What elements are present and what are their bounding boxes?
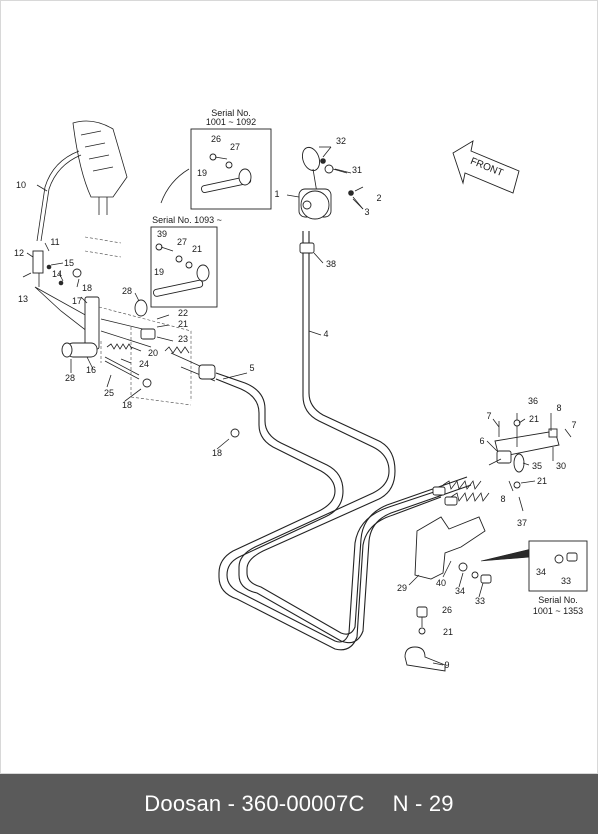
part-label-18: 18	[122, 400, 132, 410]
part-label-19: 19	[154, 267, 164, 277]
part-label-30: 30	[556, 461, 566, 471]
part-label-8: 8	[556, 403, 561, 413]
part-label-10: 10	[16, 180, 26, 190]
part-label-31: 31	[352, 165, 362, 175]
pedal-assembly	[22, 120, 240, 438]
part-label-11: 11	[50, 237, 59, 247]
part-label-22: 22	[178, 308, 188, 318]
part-label-23: 23	[178, 334, 188, 344]
part-label-37: 37	[517, 518, 527, 528]
part-label-8: 8	[500, 494, 505, 504]
serial-inset-1001-1092: Serial No. 1001 ~ 1092	[160, 108, 272, 210]
part-label-19: 19	[197, 168, 207, 178]
part-label-4: 4	[323, 329, 328, 339]
part-label-2: 2	[376, 193, 381, 203]
cable-clamp	[404, 606, 446, 672]
part-label-9: 9	[444, 660, 449, 670]
part-label-24: 24	[139, 359, 149, 369]
cable-loop-inner	[215, 372, 442, 651]
footer-page-number: N - 29	[392, 791, 454, 816]
part-label-26: 26	[211, 134, 221, 144]
part-label-17: 17	[72, 296, 82, 306]
part-label-21: 21	[443, 627, 453, 637]
footer-dash: -	[227, 791, 236, 816]
part-label-6: 6	[479, 436, 484, 446]
serial-note-3-line2: 1001 ~ 1353	[533, 606, 583, 616]
part-label-5: 5	[249, 363, 254, 373]
part-label-36: 36	[528, 396, 538, 406]
front-arrow: FRONT	[452, 140, 520, 194]
part-label-1: 1	[274, 189, 279, 199]
part-label-33: 33	[561, 576, 571, 586]
part-label-21: 21	[178, 319, 188, 329]
part-label-14: 14	[52, 269, 62, 279]
part-label-38: 38	[326, 259, 336, 269]
part-label-18: 18	[212, 448, 222, 458]
part-label-27: 27	[177, 237, 187, 247]
footer-doc-number: 360-00007C	[241, 791, 365, 816]
part-label-28: 28	[122, 286, 132, 296]
part-label-21: 21	[529, 414, 539, 424]
right-bracket-assembly	[432, 413, 572, 512]
part-label-34: 34	[455, 586, 465, 596]
part-label-34: 34	[536, 567, 546, 577]
control-lever-assembly	[286, 146, 364, 336]
part-label-18: 18	[82, 283, 92, 293]
serial-inset-1001-1353: Serial No. 1001 ~ 1353	[528, 540, 588, 616]
part-label-7: 7	[571, 420, 576, 430]
footer-bar: Doosan - 360-00007C N - 29	[0, 774, 598, 834]
serial-inset-1093: Serial No. 1093 ~	[150, 215, 222, 308]
part-label-33: 33	[475, 596, 485, 606]
part-label-39: 39	[157, 229, 167, 239]
part-label-3: 3	[364, 207, 369, 217]
serial-note-3-line1: Serial No.	[538, 595, 578, 605]
part-label-29: 29	[397, 583, 407, 593]
serial-note-1-line1: Serial No.	[211, 108, 251, 118]
part-label-25: 25	[104, 388, 114, 398]
part-label-20: 20	[148, 348, 158, 358]
cable-loop-outer	[238, 231, 472, 644]
part-label-28: 28	[65, 373, 75, 383]
footer-brand: Doosan	[144, 791, 222, 816]
serial-note-1-line2: 1001 ~ 1092	[206, 117, 256, 127]
parts-diagram: FRONT	[0, 0, 598, 774]
part-label-7: 7	[486, 411, 491, 421]
part-label-12: 12	[14, 248, 24, 258]
part-label-32: 32	[336, 136, 346, 146]
part-label-26: 26	[442, 605, 452, 615]
part-label-27: 27	[230, 142, 240, 152]
part-label-13: 13	[18, 294, 28, 304]
part-label-40: 40	[436, 578, 446, 588]
part-label-21: 21	[192, 244, 202, 254]
serial-note-2-line1: Serial No. 1093 ~	[152, 215, 222, 225]
part-label-16: 16	[86, 365, 96, 375]
leader-lines	[26, 146, 554, 666]
part-label-21: 21	[537, 476, 547, 486]
part-label-35: 35	[532, 461, 542, 471]
part-label-15: 15	[64, 258, 74, 268]
diagram-svg: FRONT	[14, 108, 588, 672]
